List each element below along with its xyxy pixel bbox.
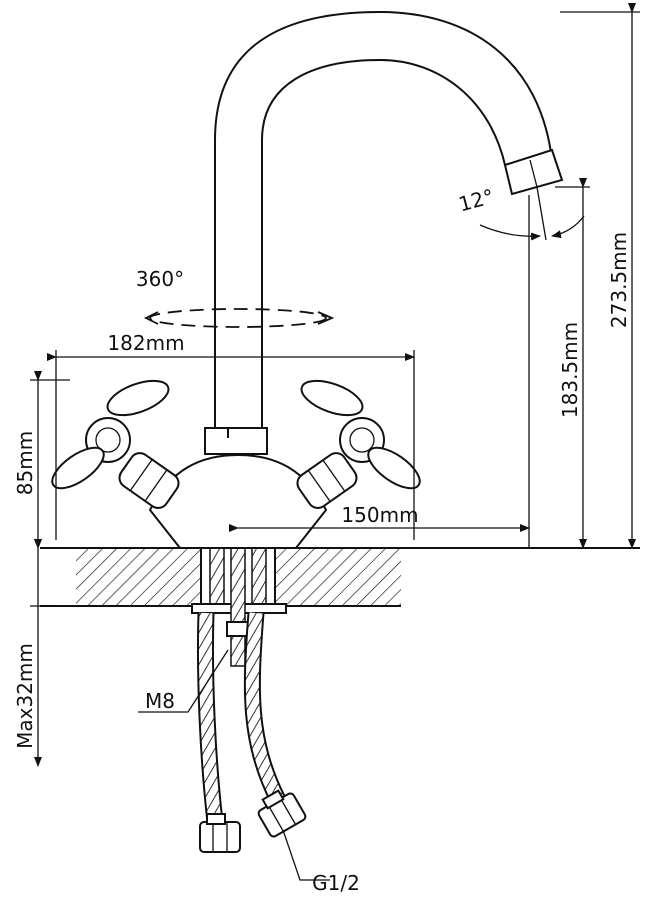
dim-spout-angle [479, 186, 585, 241]
countertop [40, 547, 640, 607]
hose-thread-label: G1/2 [312, 871, 360, 895]
spout-reach-label: 150mm [341, 503, 418, 527]
body-width-label: 182mm [107, 331, 184, 355]
body-height-label: 85mm [13, 431, 37, 495]
handle-right [296, 379, 421, 509]
handle-left [51, 379, 180, 509]
rotation-label: 360° [136, 267, 184, 291]
spout [204, 10, 564, 455]
total-height-label: 273.5mm [607, 232, 631, 328]
flexible-hose-right [243, 612, 307, 838]
dim-countertop [30, 539, 50, 767]
flexible-hose-left [196, 612, 241, 853]
stud-thread-label: M8 [145, 689, 175, 713]
faucet-body [148, 453, 328, 549]
dim-body-height [30, 371, 70, 549]
leader-g12 [282, 829, 330, 881]
dim-spout-reach [229, 195, 530, 548]
max-countertop-label: Max32mm [13, 643, 37, 749]
spout-angle-label: 12° [456, 184, 496, 216]
leader-m8 [138, 649, 229, 713]
dim-body-width [47, 350, 415, 540]
rotation-arrow [143, 308, 335, 328]
dim-spout-height [555, 178, 590, 549]
dim-total-height [560, 3, 640, 549]
spout-height-label: 183.5mm [558, 322, 582, 418]
